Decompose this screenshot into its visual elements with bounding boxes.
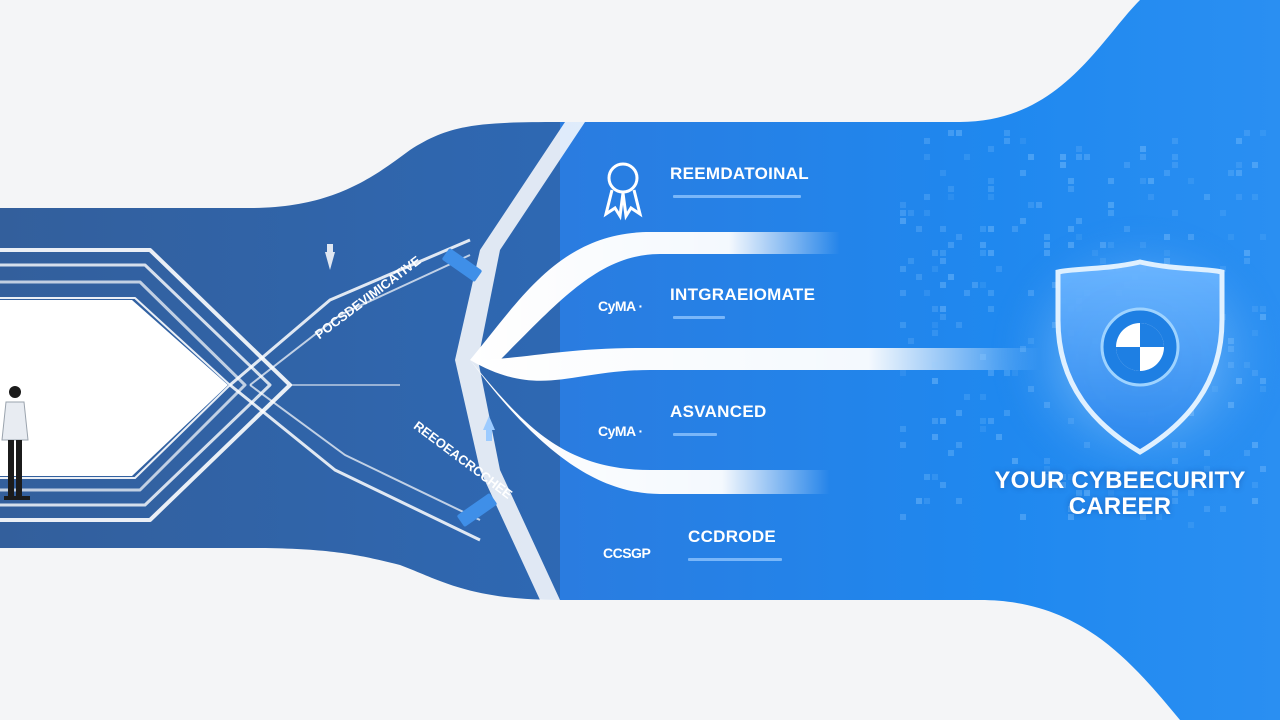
tier-title-intermediate: INTGRAEIOMATE — [670, 285, 816, 304]
lane-expert — [470, 360, 830, 494]
career-line-1: YOUR CYBEECURITY — [994, 467, 1246, 494]
ribbon-award-icon — [603, 162, 643, 221]
tier-underline-4 — [688, 558, 782, 561]
hex-path-lines — [0, 238, 481, 542]
person-figure — [1, 386, 30, 500]
tier-underline-2 — [673, 316, 725, 319]
shield-icon — [1055, 259, 1225, 455]
lane-advanced — [470, 348, 1040, 381]
career-heading: YOUR CYBEECURITY CAREER — [960, 468, 1280, 520]
cert-label-1: CyMA · — [598, 298, 643, 314]
arrow-down-icon — [325, 244, 335, 270]
cert-label-2: CyMA · — [598, 423, 643, 439]
arrow-up-icon — [483, 416, 495, 441]
tier-underline-3 — [673, 433, 717, 436]
career-line-2: CAREER — [1068, 493, 1172, 520]
cert-label-3: CCSGP — [603, 545, 651, 561]
tier-underline-1 — [673, 195, 801, 198]
hex-inner-area — [0, 300, 228, 476]
tier-title-advanced: ASVANCED — [670, 402, 767, 421]
lane-intermediate — [470, 232, 840, 360]
tier-title-expert: CCDRODE — [688, 527, 777, 546]
tier-title-foundational: REEMDATOINAL — [670, 164, 809, 183]
